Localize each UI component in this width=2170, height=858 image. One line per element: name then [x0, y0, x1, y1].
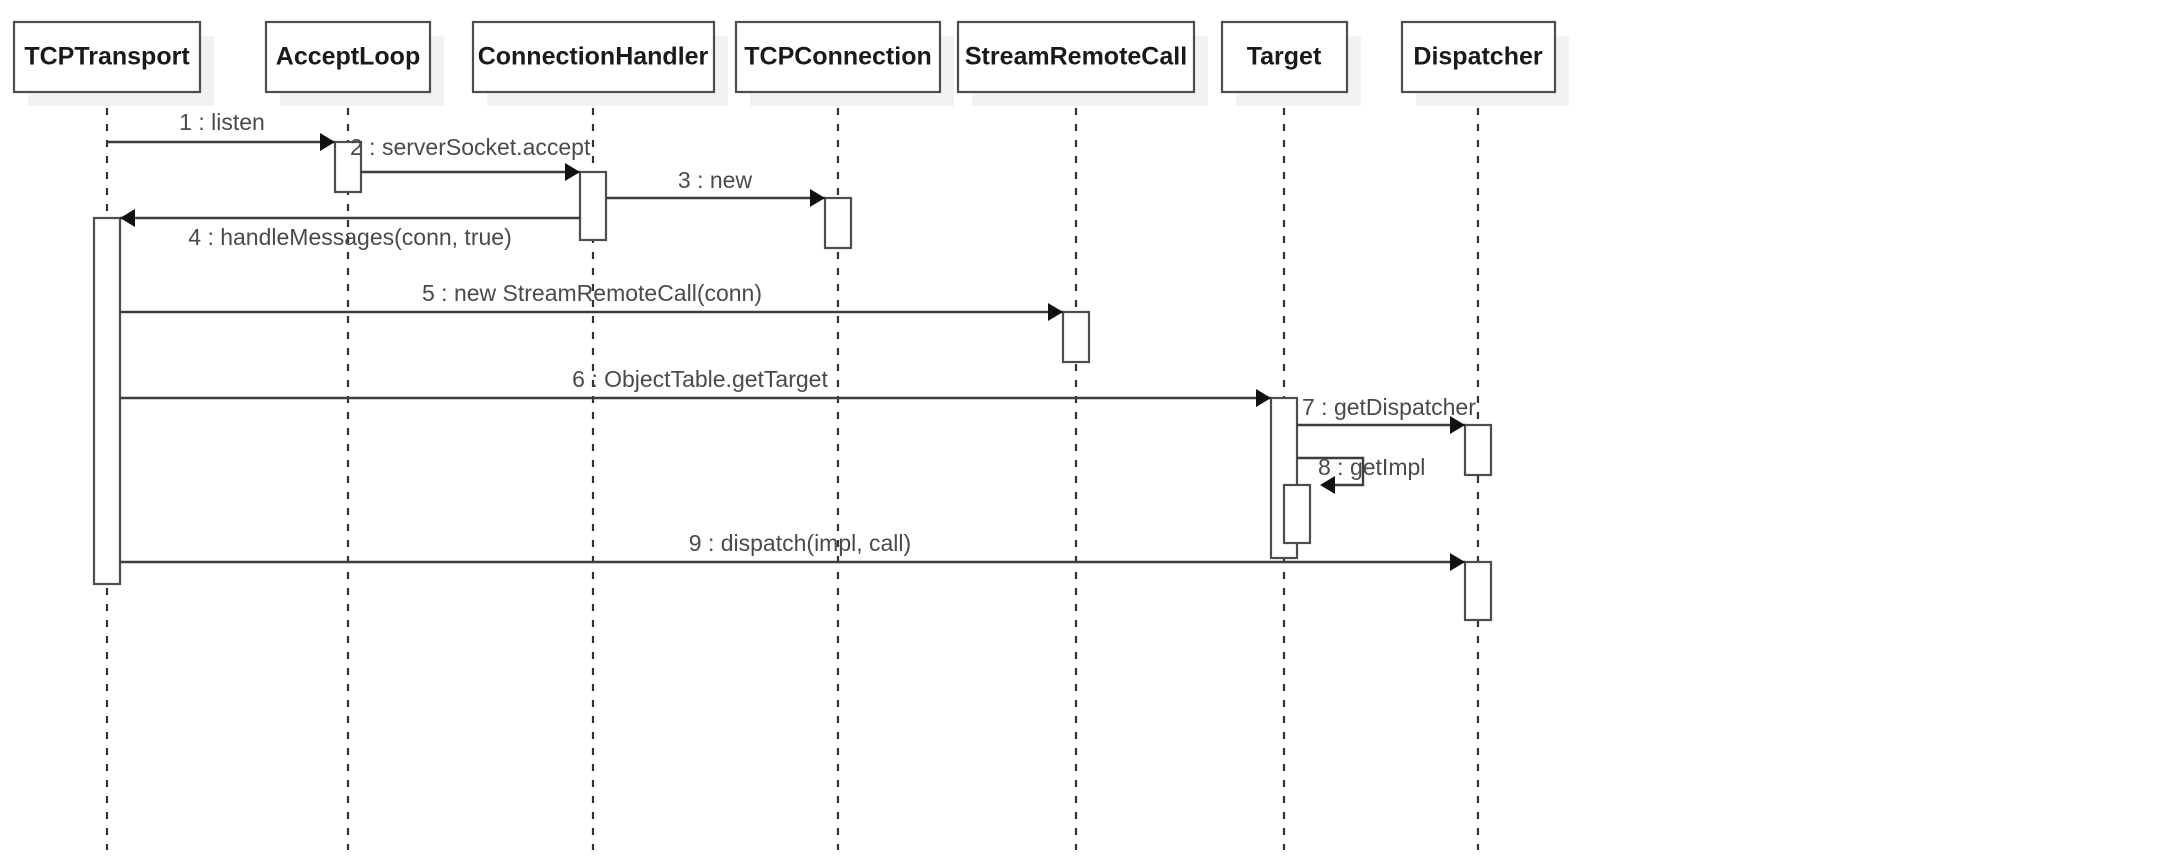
arrowhead-icon-msg-handlemessages — [120, 209, 135, 227]
arrowhead-icon-msg-objecttable-gettarget — [1256, 389, 1271, 407]
lifeline-header-box-target[interactable] — [1220, 20, 1349, 94]
lifeline-label-target: Target — [1247, 43, 1322, 71]
message-line-msg-getimpl[interactable] — [1297, 456, 1365, 487]
activation-bar-target[interactable] — [1282, 483, 1312, 545]
lifeline-header-boxes-group: TCPTransport AcceptLoop ConnectionHandler T… — [12, 20, 1569, 106]
arrowhead-icon-msg-new-streamremotecall — [1048, 303, 1063, 321]
lifeline-label-connectionhandler: ConnectionHandler — [478, 43, 709, 71]
activation-bars-group — [92, 140, 1493, 622]
message-label-msg-objecttable-gettarget: 6 : ObjectTable.getTarget — [572, 366, 828, 392]
message-label-msg-handlemessages: 4 : handleMessages(conn, true) — [188, 224, 511, 250]
activation-bar-tcptransport[interactable] — [92, 216, 122, 586]
lifeline-header-box-tcpconnection[interactable] — [734, 20, 942, 94]
arrowhead-icon-msg-listen — [320, 133, 335, 151]
lifeline-header-box-streamremotecall[interactable] — [956, 20, 1196, 94]
arrowhead-icon-msg-serversocket-accept — [565, 163, 580, 181]
message-labels-group: 1 : listen 2 : serverSocket.accept 3 : new… — [179, 109, 1476, 556]
lifeline-header-box-connectionhandler[interactable] — [471, 20, 716, 94]
activation-bar-streamremotecall[interactable] — [1061, 310, 1091, 364]
message-label-msg-new-streamremotecall: 5 : new StreamRemoteCall(conn) — [422, 280, 762, 306]
activation-bar-dispatcher[interactable] — [1463, 423, 1493, 477]
messages-group — [107, 133, 1465, 571]
lifeline-header-box-acceptloop[interactable] — [264, 20, 432, 94]
lifeline-header-box-dispatcher[interactable] — [1400, 20, 1557, 94]
arrowhead-icon-msg-getdispatcher — [1450, 416, 1465, 434]
activation-bar-connectionhandler[interactable] — [578, 170, 608, 242]
message-label-msg-new-tcpconnection: 3 : new — [678, 167, 753, 193]
message-label-msg-getimpl: 8 : getImpl — [1318, 454, 1425, 480]
lifeline-label-streamremotecall: StreamRemoteCall — [965, 43, 1187, 71]
activation-bar-dispatcher[interactable] — [1463, 560, 1493, 622]
message-label-msg-dispatch: 9 : dispatch(impl, call) — [689, 530, 911, 556]
lifeline-label-acceptloop: AcceptLoop — [276, 43, 420, 71]
message-label-msg-listen: 1 : listen — [179, 109, 265, 135]
message-label-msg-getdispatcher: 7 : getDispatcher — [1302, 394, 1476, 420]
message-label-msg-serversocket-accept: 2 : serverSocket.accept — [350, 134, 591, 160]
activation-bar-tcpconnection[interactable] — [823, 196, 853, 250]
activation-bar-acceptloop[interactable] — [333, 140, 363, 194]
arrowhead-icon-msg-dispatch — [1450, 553, 1465, 571]
lifeline-label-dispatcher: Dispatcher — [1413, 43, 1542, 71]
lifeline-label-tcpconnection: TCPConnection — [744, 43, 932, 71]
arrowhead-icon-msg-getimpl — [1320, 476, 1335, 494]
arrowhead-icon-msg-new-tcpconnection — [810, 189, 825, 207]
lifeline-label-tcptransport: TCPTransport — [24, 43, 190, 71]
lifeline-header-box-tcptransport[interactable] — [12, 20, 202, 94]
